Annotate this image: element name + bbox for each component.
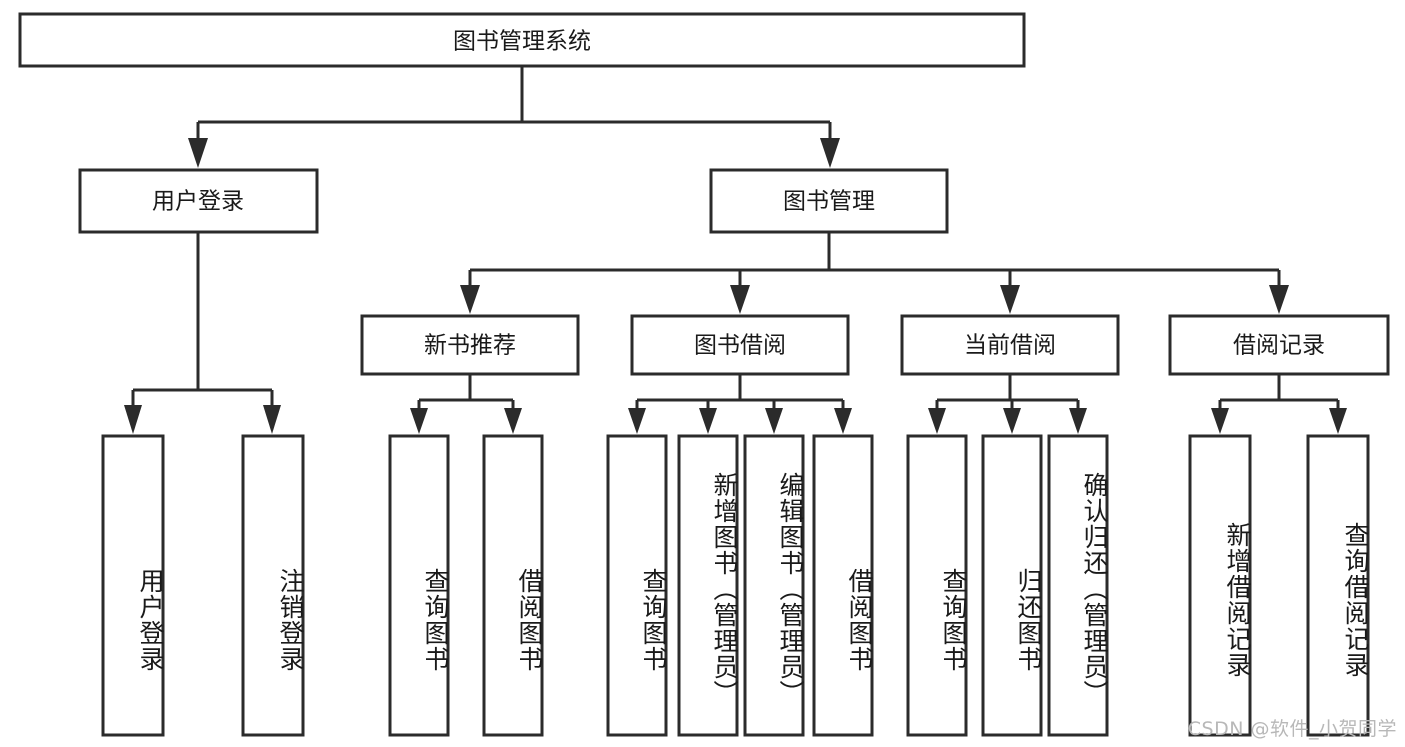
node-user-login[interactable]: 用户登录 bbox=[78, 168, 319, 234]
node-root-system[interactable]: 图书管理系统 bbox=[18, 12, 1026, 68]
arrow-head-icon bbox=[730, 285, 750, 314]
node-borrow-record[interactable]: 借阅记录 bbox=[1168, 314, 1390, 376]
arrow-head-icon bbox=[928, 408, 946, 434]
node-new-book-recommend-box[interactable] bbox=[360, 314, 580, 376]
node-book-borrow-label: 图书借阅 bbox=[694, 333, 786, 359]
node-book-borrow[interactable]: 图书借阅 bbox=[630, 314, 850, 376]
leaf-box-logout[interactable] bbox=[241, 434, 305, 737]
node-user-login-label: 用户登录 bbox=[152, 189, 244, 215]
arrow-head-icon bbox=[765, 408, 783, 434]
node-borrow-record-box[interactable] bbox=[1168, 314, 1390, 376]
connector-root-to-level2 bbox=[188, 66, 840, 168]
arrow-head-icon bbox=[1211, 408, 1229, 434]
node-book-management[interactable]: 图书管理 bbox=[709, 168, 949, 234]
arrow-head-icon bbox=[504, 408, 522, 434]
connector-bookmgmt-to-level3 bbox=[460, 232, 1289, 314]
arrow-head-icon bbox=[1069, 408, 1087, 434]
arrow-head-icon bbox=[820, 138, 840, 168]
leaf-box-return-book[interactable] bbox=[981, 434, 1043, 737]
arrow-head-icon bbox=[699, 408, 717, 434]
arrow-head-icon bbox=[1003, 408, 1021, 434]
connector-userlogin-to-leaves bbox=[124, 232, 281, 434]
arrow-head-icon bbox=[1329, 408, 1347, 434]
connector-record-to-leaves bbox=[1211, 374, 1347, 434]
leaf-box-edit-book-admin[interactable] bbox=[743, 434, 805, 737]
leaf-box-add-book-admin[interactable] bbox=[677, 434, 739, 737]
node-user-login-box[interactable] bbox=[78, 168, 319, 234]
node-current-borrow-box[interactable] bbox=[900, 314, 1120, 376]
node-new-book-recommend[interactable]: 新书推荐 bbox=[360, 314, 580, 376]
arrow-head-icon bbox=[1000, 285, 1020, 314]
arrow-head-icon bbox=[628, 408, 646, 434]
node-borrow-record-label: 借阅记录 bbox=[1233, 333, 1325, 359]
csdn-watermark: CSDN @软件_小贺同学 bbox=[1187, 718, 1397, 740]
arrow-head-icon bbox=[188, 138, 208, 168]
leaf-box-user-login[interactable] bbox=[101, 434, 165, 737]
arrow-head-icon bbox=[834, 408, 852, 434]
node-current-borrow[interactable]: 当前借阅 bbox=[900, 314, 1120, 376]
arrow-head-icon bbox=[263, 405, 281, 434]
leaf-box-add-borrow-record[interactable] bbox=[1188, 434, 1252, 737]
connector-newbook-to-leaves bbox=[410, 374, 522, 434]
node-book-management-label: 图书管理 bbox=[783, 189, 875, 215]
arrow-head-icon bbox=[460, 285, 480, 314]
node-new-book-recommend-label: 新书推荐 bbox=[424, 333, 516, 359]
leaf-box-query-book-new[interactable] bbox=[388, 434, 450, 737]
node-root-label: 图书管理系统 bbox=[453, 29, 591, 55]
leaf-box-query-book-current[interactable] bbox=[906, 434, 968, 737]
node-book-borrow-box[interactable] bbox=[630, 314, 850, 376]
connector-borrow-to-leaves bbox=[628, 374, 852, 434]
leaf-box-query-book-borrow[interactable] bbox=[606, 434, 668, 737]
arrow-head-icon bbox=[124, 405, 142, 434]
leaf-box-query-borrow-record[interactable] bbox=[1306, 434, 1370, 737]
node-book-management-box[interactable] bbox=[709, 168, 949, 234]
connector-current-to-leaves bbox=[928, 374, 1087, 434]
node-root-box[interactable] bbox=[18, 12, 1026, 68]
node-current-borrow-label: 当前借阅 bbox=[964, 333, 1056, 359]
arrow-head-icon bbox=[410, 408, 428, 434]
leaf-box-borrow-book[interactable] bbox=[812, 434, 874, 737]
leaf-box-borrow-book-new[interactable] bbox=[482, 434, 544, 737]
leaf-box-confirm-return-admin[interactable] bbox=[1047, 434, 1109, 737]
arrow-head-icon bbox=[1269, 285, 1289, 314]
